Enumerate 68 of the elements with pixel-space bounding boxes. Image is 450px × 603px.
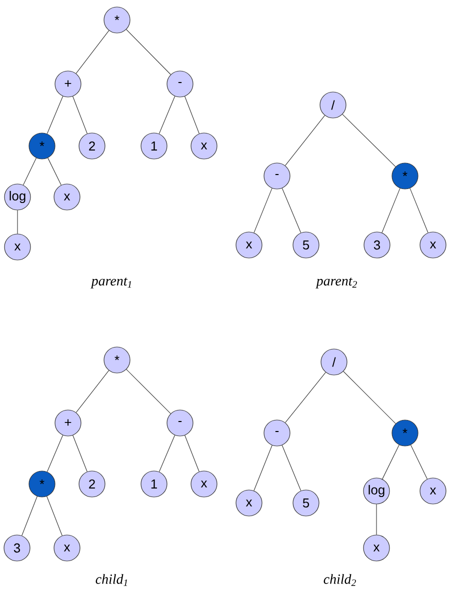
tree-edge	[410, 188, 428, 233]
tree-node: +	[54, 410, 82, 436]
tree-edge	[46, 496, 62, 536]
tree-edge	[72, 96, 88, 134]
tree-node: x	[236, 232, 262, 258]
tree-edge	[22, 496, 38, 536]
tree-node: *	[28, 470, 56, 498]
tree-edge	[46, 434, 64, 472]
tree-node: *	[104, 346, 130, 374]
tree-edge	[46, 96, 64, 134]
tree-node: +	[54, 70, 82, 98]
tree-node: 3	[4, 534, 30, 562]
tree-node: -	[264, 162, 290, 190]
tree-node: x	[420, 478, 446, 504]
tree-node: /	[320, 92, 346, 118]
tree-edge	[382, 188, 400, 233]
tree-node: 2	[78, 132, 106, 160]
tree-edge	[410, 444, 428, 480]
tree-node: x	[236, 490, 262, 516]
tree-edge	[158, 434, 176, 472]
tree-edge	[343, 371, 396, 424]
tree-caption: child$_{1}$	[96, 574, 128, 586]
tree-node: -	[166, 410, 194, 436]
tree-node: 3	[364, 232, 390, 258]
tree-edge	[282, 444, 302, 491]
tree-node: 5	[292, 490, 320, 516]
tree-caption: parent$_{1}$	[90, 278, 132, 288]
tree-caption: child$_{2}$	[324, 574, 356, 586]
tree-edge	[158, 96, 176, 134]
tree-node: x	[420, 232, 446, 258]
tree-edge	[72, 435, 88, 472]
tree-edge	[184, 96, 200, 134]
tree-caption: parent$_{2}$	[316, 278, 357, 288]
tree-node: -	[264, 420, 290, 446]
tree-edge	[342, 114, 396, 167]
tree-node: -	[166, 70, 194, 98]
tree-node: *	[104, 6, 130, 34]
tree-edge	[48, 158, 62, 186]
tree-node: x	[54, 534, 80, 562]
tree-edge	[285, 372, 326, 423]
tree-edge	[284, 115, 326, 166]
tree-edge	[254, 188, 272, 233]
tree-node: x	[190, 132, 218, 160]
tree-edge	[282, 188, 302, 234]
tree-node: 2	[78, 470, 106, 498]
tree-node: x	[190, 470, 218, 498]
tree-edge	[126, 29, 171, 75]
tree-node: 5	[292, 232, 320, 258]
tree-node: *	[28, 132, 56, 160]
tree-edge	[76, 370, 110, 413]
tree-edge	[376, 504, 377, 535]
tree-edge	[126, 369, 171, 414]
tree-node: 1	[140, 470, 168, 498]
tree-edge	[76, 30, 110, 74]
tree-node: 1	[140, 132, 168, 160]
tree-node: log	[4, 184, 31, 210]
tree-edge	[22, 158, 37, 186]
tree-node: x	[4, 234, 31, 260]
tree-node: *	[392, 420, 418, 446]
tree-edge	[254, 445, 272, 491]
tree-node: x	[363, 534, 390, 562]
tree-edge	[17, 210, 18, 234]
tree-node: log	[363, 478, 390, 504]
tree-edge	[184, 435, 200, 472]
tree-node: x	[54, 184, 80, 210]
tree-node: *	[392, 162, 418, 190]
tree-edge	[382, 444, 400, 480]
tree-node: /	[320, 348, 348, 376]
